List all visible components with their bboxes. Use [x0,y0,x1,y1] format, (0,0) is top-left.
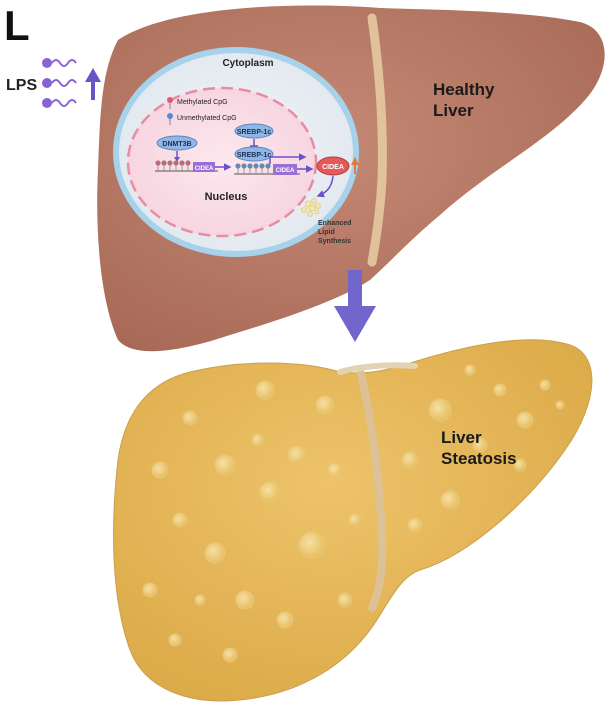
methylated-cidea-promoter [155,160,232,172]
legend-unmethylated: Unmethylated CpG [177,115,237,122]
inhibit-icon [250,139,258,147]
srebp-bound-protein [234,146,274,162]
unmethylated-cpg-icon [167,113,173,125]
steatosis-liver [113,339,593,702]
lipid-label-1: Enhanced [318,220,351,227]
nucleus-label: Nucleus [205,191,248,203]
lipid-droplets-icon [301,198,321,217]
lps-label: LPS [6,77,37,94]
lps-molecules [42,58,77,108]
nucleus [126,86,318,238]
cytoplasm-label: Cytoplasm [222,58,273,69]
up-arrow-icon [85,68,101,100]
steatosis-liver-label-2: Steatosis [441,449,517,468]
lipid-label-2: Lipid [318,229,335,236]
cidea-protein [316,156,350,176]
healthy-liver-label-1: Healthy [433,80,495,99]
srebp-free-label: SREBP-1c [237,129,271,136]
healthy-liver-label-2: Liver [433,101,474,120]
srebp-free-protein [234,123,274,139]
dnmt3b-arrow-icon [174,151,180,162]
cidea-protein-label: CIDEA [322,164,344,171]
dnmt3b-label: DNMT3B [162,141,191,148]
methylated-cpg-icon [167,97,173,109]
down-arrow-icon [334,270,376,342]
legend-methylated: Methylated CpG [177,99,228,106]
cidea-gene-label-2: CIDEA [276,168,295,174]
srebp-bound-label: SREBP-1c [237,152,271,159]
cidea-gene-label-1: CIDEA [195,166,214,172]
steatosis-liver-label-1: Liver [441,428,482,447]
unmethylated-cidea-promoter [234,153,314,175]
cidea-to-lipid-arrow-icon [316,175,334,198]
lipid-label-3: Synthesis [318,238,351,245]
dnmt3b-protein [156,135,198,151]
panel-label: L [4,2,30,49]
cidea-up-arrow-icon [351,157,359,174]
